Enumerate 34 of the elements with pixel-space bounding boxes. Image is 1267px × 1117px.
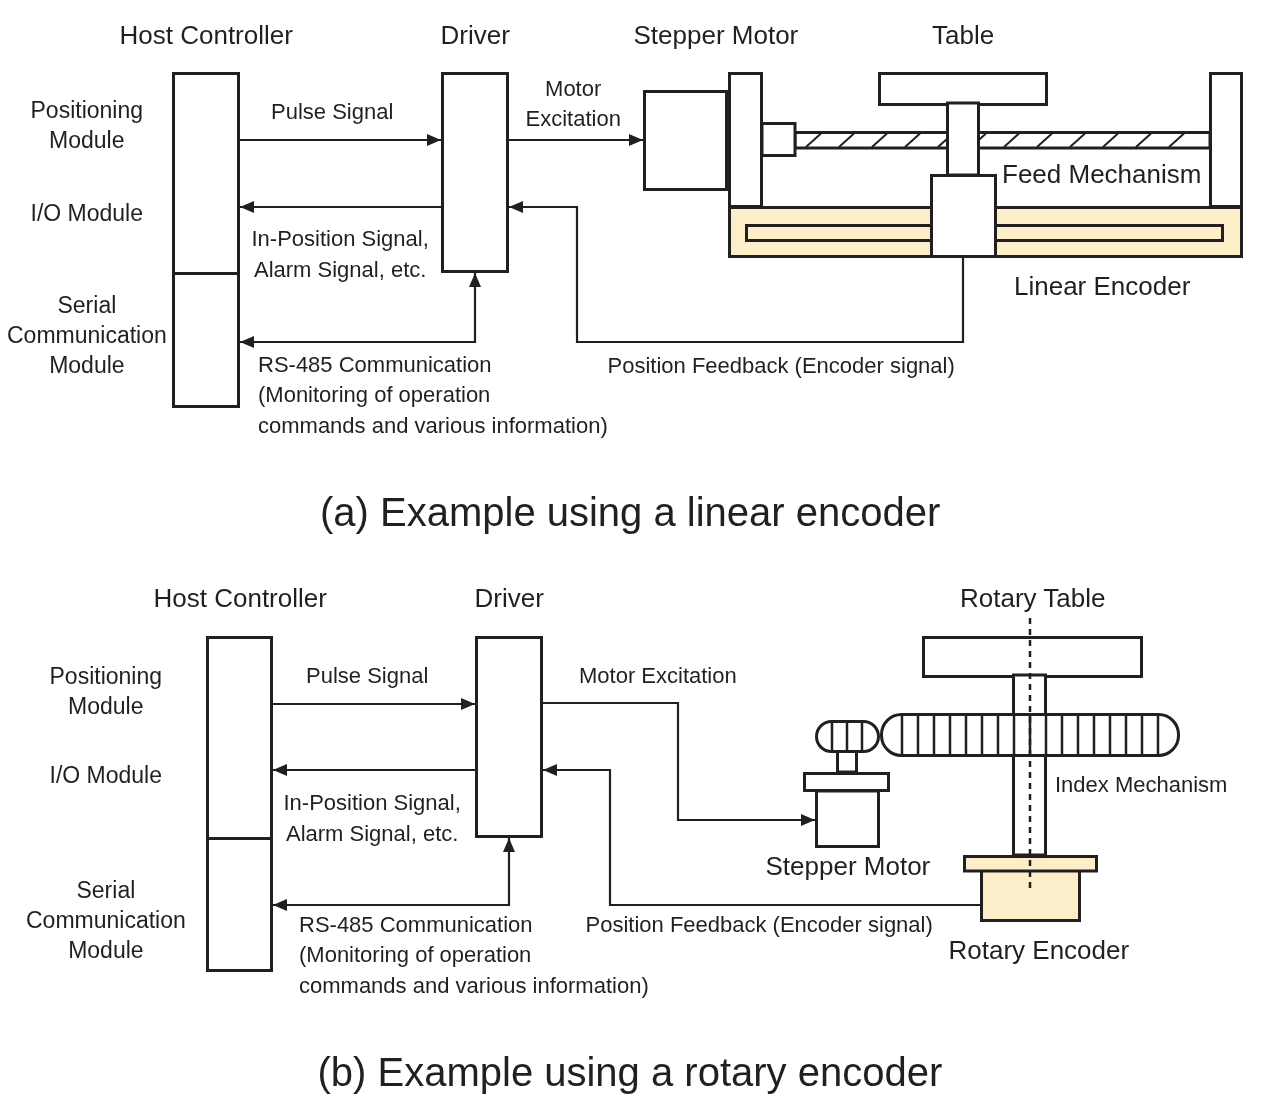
arrow — [240, 273, 481, 348]
module-label: Serial Communication Module — [26, 876, 186, 965]
part-label: Feed Mechanism — [1002, 158, 1202, 190]
block-title: Host Controller — [119, 19, 293, 51]
arrow — [509, 201, 965, 344]
figure-caption: (b) Example using a rotary encoder — [317, 1049, 943, 1096]
module-label: I/O Module — [49, 761, 162, 790]
block-title: Driver — [474, 582, 544, 614]
module-section — [206, 636, 273, 840]
part-label: Rotary Table — [960, 582, 1106, 614]
block-title: Driver — [440, 19, 510, 51]
component-label: Linear Encoder — [1014, 270, 1191, 302]
component-label: Stepper Motor — [633, 19, 799, 51]
arrow — [543, 701, 815, 826]
figure-caption: (a) Example using a linear encoder — [320, 489, 941, 536]
arrow — [240, 134, 441, 146]
module-label: Serial Communication Module — [7, 291, 167, 380]
arrow — [240, 201, 441, 213]
part-label: Index Mechanism — [1055, 771, 1228, 799]
component-label: Rotary Encoder — [948, 934, 1130, 966]
module-section — [172, 72, 240, 275]
module-section — [206, 837, 273, 972]
module-label: I/O Module — [30, 199, 143, 228]
module-label: Positioning Module — [49, 662, 163, 721]
part-label: Table — [932, 19, 995, 51]
component-label: Stepper Motor — [765, 850, 931, 882]
module-section — [172, 272, 240, 408]
arrow — [273, 838, 515, 911]
arrow — [273, 764, 475, 776]
arrow — [543, 764, 980, 907]
module-label: Positioning Module — [30, 96, 144, 155]
block-title: Host Controller — [153, 582, 327, 614]
arrow — [273, 698, 475, 710]
arrow — [509, 134, 643, 146]
